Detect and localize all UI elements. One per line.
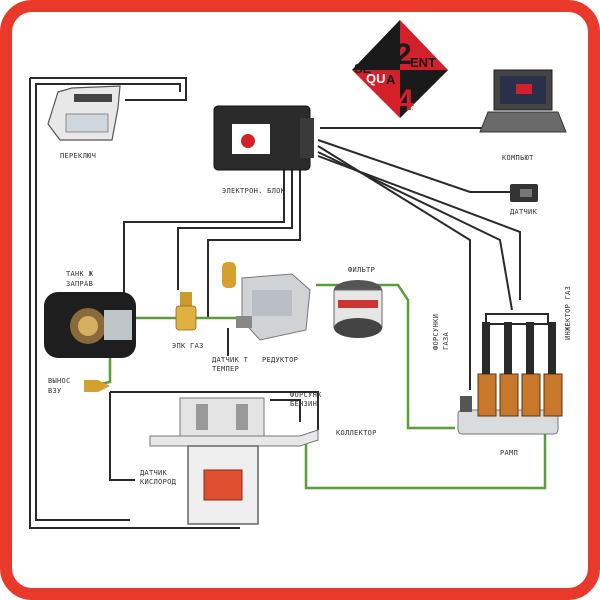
- wire-ecu-tank: [123, 160, 285, 296]
- fill-label-a: ВЫНОС: [48, 377, 71, 385]
- wire-ecu-reducer: [207, 160, 301, 318]
- computer-component: КОМПЬЮТ: [479, 69, 567, 162]
- switch-component: ПЕРЕКЛЮЧ: [47, 85, 121, 160]
- injector-label-b: ГАЗА: [442, 331, 450, 350]
- filter-label: ФИЛЬТР: [348, 266, 375, 274]
- logo-word-ent: ENT: [410, 55, 436, 70]
- logo-word-a: A: [386, 72, 396, 87]
- engine-component: ФОРСУНК БЕНЗИН КОЛЛЕКТОР ДАТЧИК КИСЛОРОД: [140, 391, 377, 525]
- fuel-valve-component: ЭПК ГАЗ: [172, 292, 204, 350]
- map-sensor-component: ДАТЧИК: [510, 184, 538, 216]
- injector-2: [499, 373, 519, 417]
- rail-label: РАМП: [500, 449, 518, 457]
- reducer-label-a: ДАТЧИК Т: [212, 356, 249, 364]
- wire-ecu-inj: [317, 155, 521, 300]
- logo-word-qu: QU: [366, 71, 386, 86]
- injector-3: [521, 373, 541, 417]
- gas-tank-component: ТАНК Ж ЗАПРАВ: [44, 270, 136, 358]
- tank-label-a: ТАНК Ж: [66, 270, 94, 278]
- fill-valve-component: ВЫНОС ВЗУ: [48, 377, 110, 395]
- lambda-label-a: ДАТЧИК: [140, 469, 168, 477]
- map-sensor-label: ДАТЧИК: [510, 208, 538, 216]
- wire-nozzle: [270, 399, 301, 422]
- wire-switch-left: [35, 83, 181, 521]
- lambda-label-b: КИСЛОРОД: [140, 478, 177, 486]
- wire-ecu-map: [317, 139, 510, 193]
- intake-label: КОЛЛЕКТОР: [336, 429, 377, 437]
- wiring: [29, 77, 521, 529]
- wire-ecu-valve: [177, 160, 293, 290]
- logo-number-top: 2: [395, 38, 412, 71]
- logo-diamond-black-top: [352, 20, 400, 70]
- injector-1: [477, 373, 497, 417]
- wire-outer-left: [29, 78, 240, 529]
- logo-diamond-black: [400, 70, 448, 118]
- wire-ecu-rail: [317, 151, 513, 311]
- logo-number-bottom: 4: [397, 84, 414, 117]
- reducer-component: ДАТЧИК Т ТЕМПЕР РЕДУКТОР: [212, 262, 311, 373]
- reducer-main-label: РЕДУКТОР: [262, 356, 298, 364]
- computer-label: КОМПЬЮТ: [502, 154, 534, 162]
- fuel-valve-label: ЭПК ГАЗ: [172, 342, 204, 350]
- nozzles-label-b: БЕНЗИН: [290, 400, 317, 408]
- tank-label-b: ЗАПРАВ: [66, 280, 93, 288]
- nozzles-label-a: ФОРСУНК: [290, 391, 322, 399]
- switch-label: ПЕРЕКЛЮЧ: [60, 152, 96, 160]
- multivalve-icon: [78, 316, 98, 336]
- sequent-logo: 2 4 SE QU ENT A: [352, 20, 448, 118]
- injector-label-a: ФОРСУНКИ: [432, 314, 440, 350]
- fill-label-b: ВЗУ: [48, 387, 62, 395]
- ecu-component: ЭЛЕКТРОН. БЛОК: [213, 105, 314, 195]
- wire-fill: [109, 392, 135, 481]
- gas-injectors-label: ИНЖЕКТОР ГАЗ: [564, 286, 572, 340]
- logo-word-se: SE: [354, 61, 372, 76]
- injector-rail-component: РАМП ФОРСУНКИ ГАЗА ИНЖЕКТОР ГАЗ: [432, 286, 572, 457]
- ecu-label: ЭЛЕКТРОН. БЛОК: [222, 187, 286, 195]
- wire-switch-top: [30, 77, 187, 101]
- ecu-logo-icon: [241, 134, 255, 148]
- injector-4: [543, 373, 563, 417]
- reducer-label-b: ТЕМПЕР: [212, 365, 239, 373]
- wire-engine-top: [110, 391, 319, 430]
- gas-filter-component: ФИЛЬТР: [333, 266, 383, 338]
